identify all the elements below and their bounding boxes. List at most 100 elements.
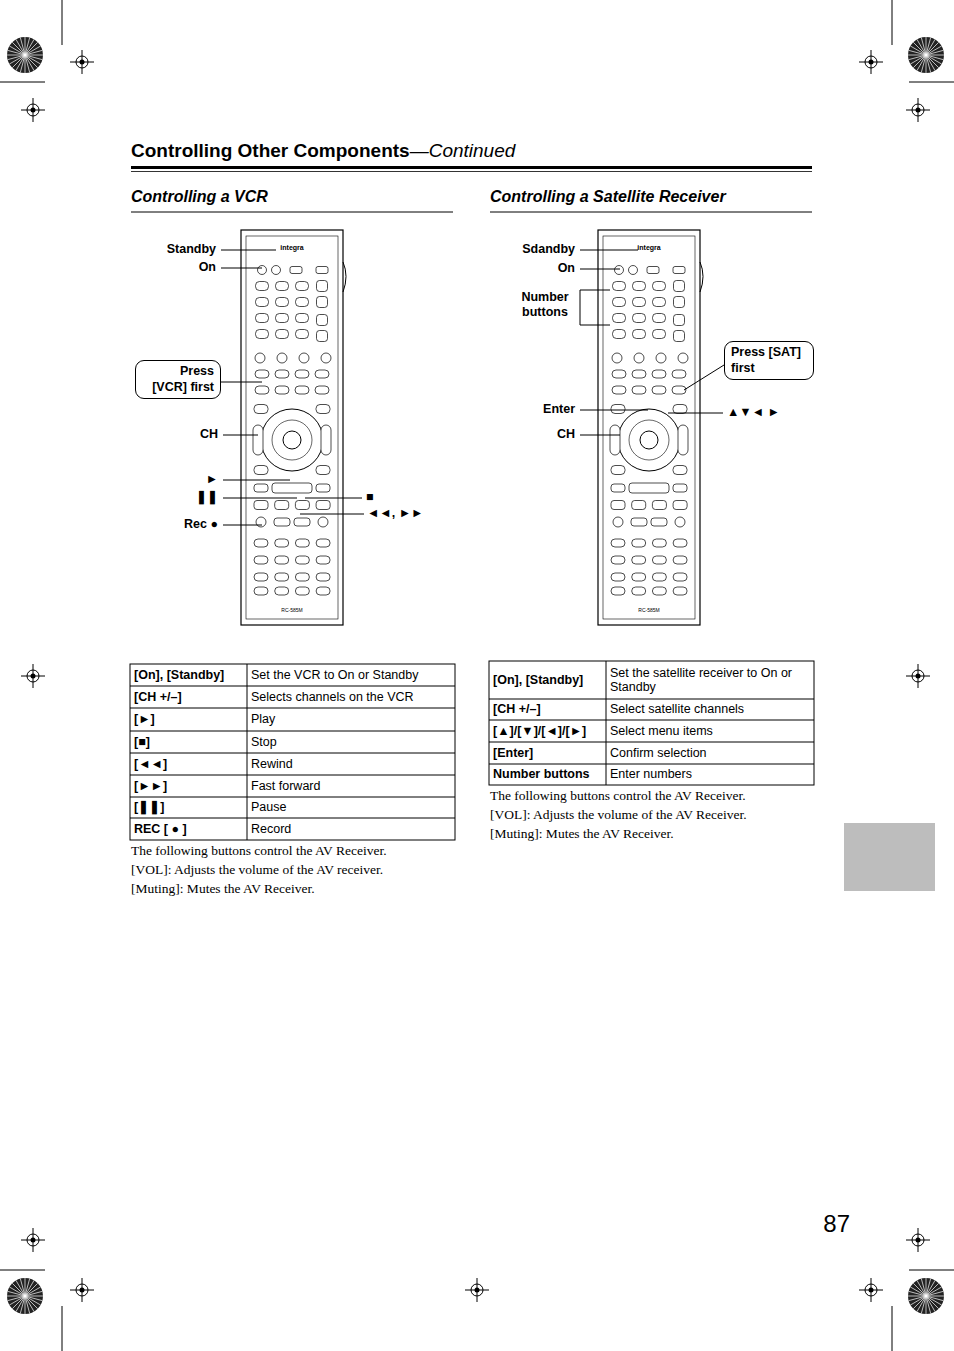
remote-button bbox=[631, 518, 647, 526]
remote-button bbox=[632, 370, 646, 378]
crosshair bbox=[869, 1288, 874, 1293]
direction-pad bbox=[629, 420, 669, 460]
model-number: RC-585M bbox=[619, 607, 679, 613]
remote-button bbox=[296, 330, 309, 339]
remote-button bbox=[254, 484, 268, 492]
callout-label: Number buttons bbox=[513, 290, 577, 320]
sunburst bbox=[926, 1296, 935, 1312]
remote-button bbox=[318, 517, 328, 527]
remote-button bbox=[651, 518, 667, 526]
sunburst bbox=[926, 50, 943, 55]
remote-button bbox=[296, 282, 309, 291]
remote-button bbox=[294, 518, 310, 526]
direction-pad bbox=[272, 420, 312, 460]
remote-button bbox=[652, 573, 666, 581]
callout-label: CH bbox=[455, 427, 575, 442]
remote-button bbox=[613, 282, 626, 291]
remote-button bbox=[256, 330, 269, 339]
section-heading: Controlling a Satellite Receiver bbox=[490, 187, 810, 206]
crop-mark bbox=[62, 1306, 63, 1351]
remote-button bbox=[615, 266, 624, 275]
sunburst bbox=[7, 37, 43, 73]
crop-mark bbox=[0, 1270, 45, 1271]
remote-button bbox=[290, 267, 302, 274]
sunburst bbox=[926, 1296, 931, 1313]
enter-button bbox=[640, 431, 658, 449]
callout-label: Sdandby bbox=[455, 242, 575, 257]
table-key: [On], [Standby] bbox=[493, 662, 602, 698]
callout-text: Press [SAT] first bbox=[731, 345, 807, 376]
sunburst bbox=[926, 55, 944, 56]
crop-mark bbox=[909, 82, 954, 83]
remote-button bbox=[613, 298, 626, 307]
remote-button bbox=[295, 501, 309, 510]
sunburst bbox=[25, 1287, 41, 1296]
note-text: [Muting]: Mutes the AV Receiver. bbox=[131, 881, 461, 897]
section-rule bbox=[131, 212, 453, 213]
sunburst bbox=[926, 55, 927, 73]
remote-button bbox=[277, 353, 287, 363]
remote-button bbox=[612, 370, 626, 378]
callout-label: Standby bbox=[96, 242, 216, 257]
sunburst bbox=[8, 1296, 25, 1301]
remote-button bbox=[315, 370, 329, 378]
table-cell: Play bbox=[251, 709, 451, 730]
remote-button bbox=[632, 587, 646, 595]
table-key: REC [ ● ] bbox=[134, 819, 243, 839]
brand-logo: integra bbox=[262, 244, 322, 252]
remote-button bbox=[258, 266, 267, 275]
remote-button bbox=[611, 405, 625, 414]
remote-button bbox=[254, 573, 268, 581]
remote-button bbox=[673, 484, 687, 492]
sunburst bbox=[926, 1291, 943, 1296]
remote-button bbox=[316, 573, 330, 581]
table-key: [►] bbox=[134, 709, 243, 730]
remote-button bbox=[652, 587, 666, 595]
remote-button bbox=[295, 386, 309, 394]
remote-button bbox=[275, 587, 289, 595]
sunburst bbox=[926, 55, 931, 72]
remote-side bbox=[700, 262, 703, 292]
crop-mark bbox=[909, 1270, 954, 1271]
note-text: The following buttons control the AV Rec… bbox=[490, 788, 820, 804]
sunburst bbox=[926, 1296, 927, 1314]
remote-button bbox=[633, 314, 646, 323]
remote-button bbox=[632, 573, 646, 581]
remote-button bbox=[632, 556, 646, 564]
remote-button bbox=[632, 386, 646, 394]
crosshair bbox=[31, 674, 36, 679]
remote-button bbox=[611, 484, 625, 492]
crosshair bbox=[869, 60, 874, 65]
remote-button bbox=[321, 353, 331, 363]
direction-pad bbox=[261, 409, 323, 471]
remote-button bbox=[653, 282, 666, 291]
table-cell: Confirm selection bbox=[610, 743, 810, 763]
sunburst bbox=[926, 37, 927, 55]
remote-button bbox=[295, 556, 309, 564]
remote-button bbox=[316, 501, 330, 510]
table-cell: Pause bbox=[251, 798, 451, 817]
sunburst bbox=[908, 55, 926, 56]
table-key: [◄◄] bbox=[134, 754, 243, 774]
remote-button bbox=[610, 425, 620, 455]
remote-button bbox=[275, 386, 289, 394]
sunburst bbox=[910, 1296, 926, 1305]
remote-button bbox=[299, 353, 309, 363]
table-key: [❚❚] bbox=[134, 798, 243, 817]
note-text: [VOL]: Adjusts the volume of the AV rece… bbox=[131, 862, 461, 878]
section-rule bbox=[490, 212, 812, 213]
remote-button bbox=[611, 587, 625, 595]
remote-button bbox=[678, 425, 688, 455]
remote-button bbox=[254, 405, 268, 414]
remote-control bbox=[241, 230, 346, 625]
remote-button bbox=[611, 539, 625, 547]
remote-button bbox=[672, 386, 686, 394]
sunburst bbox=[16, 1280, 25, 1296]
table-cell: Select menu items bbox=[610, 721, 810, 741]
sunburst bbox=[25, 55, 43, 56]
remote-button bbox=[254, 539, 268, 547]
note-text: [Muting]: Mutes the AV Receiver. bbox=[490, 826, 820, 842]
page-number: 87 bbox=[800, 1210, 850, 1239]
remote-button bbox=[673, 573, 687, 581]
remote-button bbox=[673, 539, 687, 547]
